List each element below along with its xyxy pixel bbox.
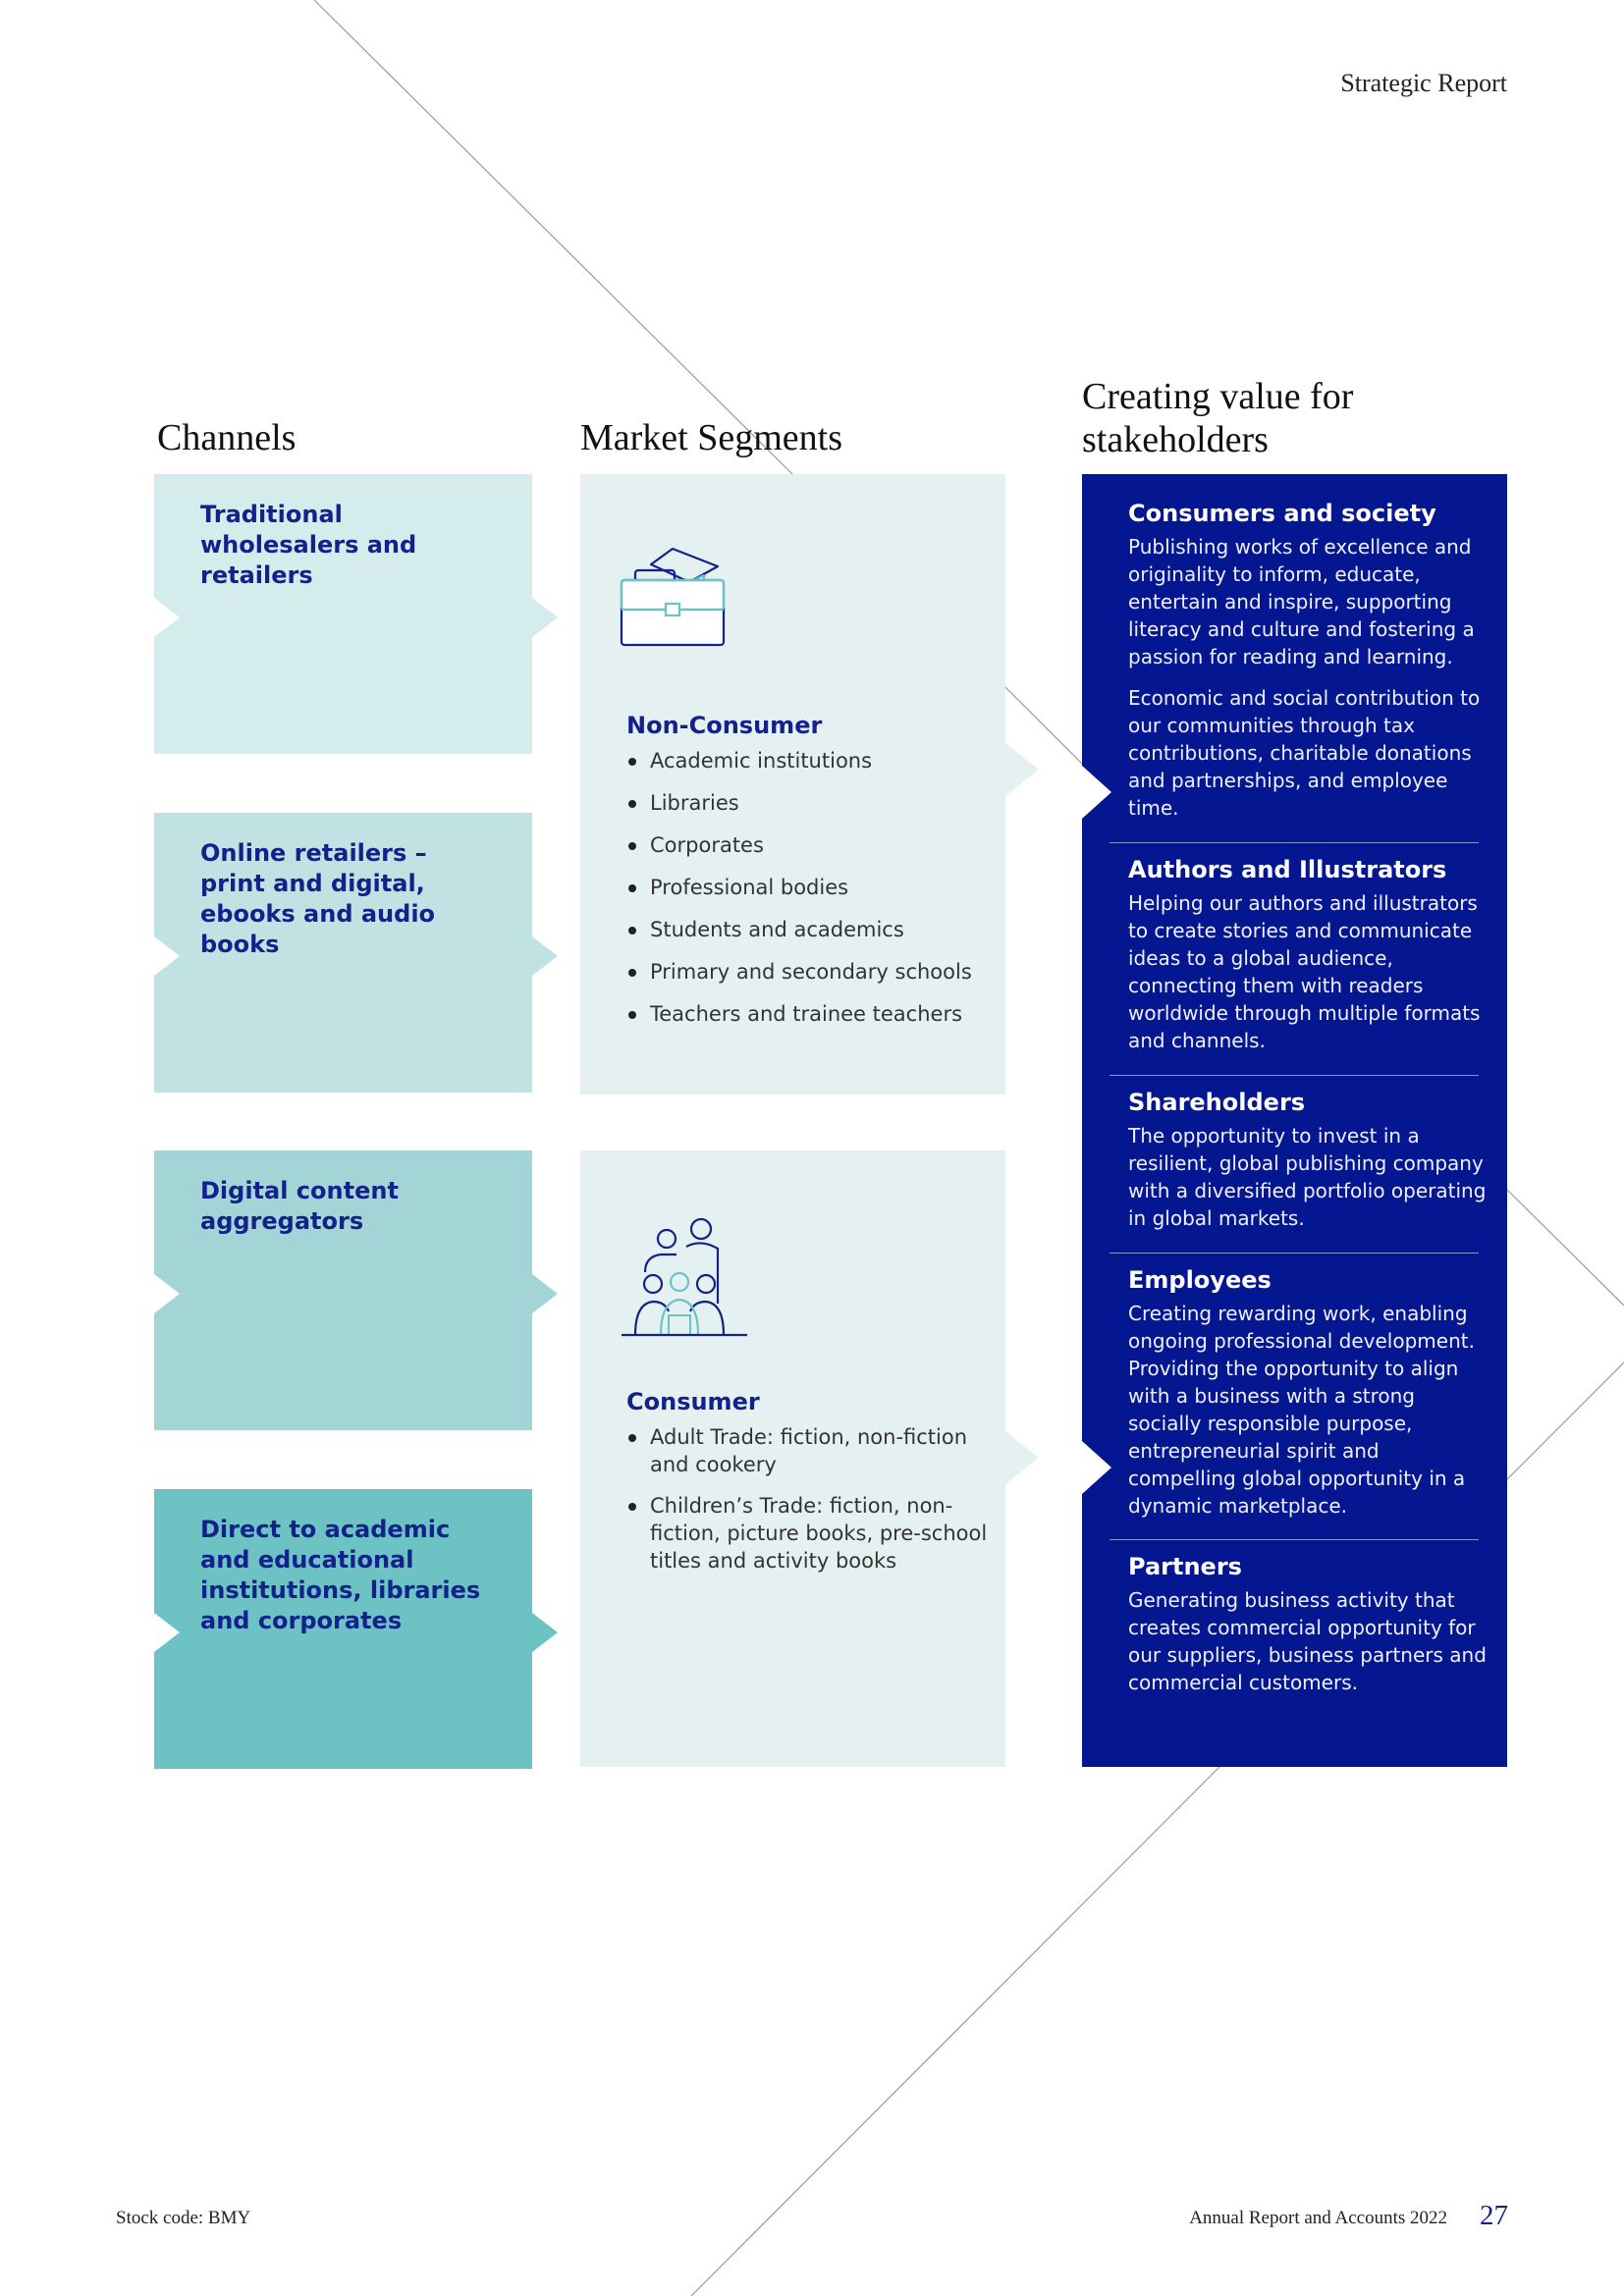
segment-arrow <box>1005 743 1039 796</box>
stakeholders-panel: Consumers and society Publishing works o… <box>1082 474 1507 1767</box>
list-item: Primary and secondary schools <box>626 958 990 986</box>
stakeholder-text: Helping our authors and illustrators to … <box>1128 891 1481 1052</box>
section-label: Strategic Report <box>1340 69 1507 97</box>
stakeholder-title: Shareholders <box>1128 1089 1306 1116</box>
report-name: Annual Report and Accounts 2022 <box>1189 2208 1447 2228</box>
stakeholders-heading: Creating value for stakeholders <box>1082 375 1353 461</box>
channel-label: Digital content aggregators <box>200 1177 399 1235</box>
list-item: Teachers and trainee teachers <box>626 1000 990 1028</box>
channel-arrow <box>532 936 558 976</box>
stakeholder-title: Employees <box>1128 1266 1272 1294</box>
stakeholder-text: Publishing works of excellence and origi… <box>1128 535 1475 668</box>
channel-notch <box>154 1274 180 1313</box>
stakeholder-title: Authors and Illustrators <box>1128 856 1447 883</box>
channel-online: Online retailers – print and digital, eb… <box>154 813 558 1093</box>
stakeholder-text: Generating business activity that create… <box>1128 1588 1487 1694</box>
stakeholder-partners: Partners Generating business activity th… <box>1128 1551 1487 1710</box>
family-reading-icon <box>622 1217 747 1337</box>
list-item: Professional bodies <box>626 874 990 901</box>
segment-title: Non-Consumer <box>626 712 823 739</box>
channel-arrow <box>532 1274 558 1313</box>
stakeholders-notch <box>1082 1441 1111 1494</box>
channel-arrow <box>532 598 558 637</box>
channel-notch <box>154 936 180 976</box>
stakeholders-heading-line1: Creating value for <box>1082 376 1354 417</box>
channel-traditional: Traditional wholesalers and retailers <box>154 474 558 754</box>
channel-notch <box>154 1613 180 1652</box>
stakeholder-divider <box>1110 1253 1479 1254</box>
channel-arrow <box>532 1613 558 1652</box>
segment-arrow <box>1005 1431 1039 1484</box>
list-item: Libraries <box>626 789 990 817</box>
stakeholders-heading-line2: stakeholders <box>1082 419 1269 460</box>
segment-title: Consumer <box>626 1388 760 1415</box>
list-item: Students and academics <box>626 916 990 943</box>
segment-consumer: Consumer Adult Trade: fiction, non-ficti… <box>580 1150 1039 1767</box>
channels-heading: Channels <box>157 417 297 458</box>
segment-non-consumer: Non-Consumer Academic institutions Libra… <box>580 474 1039 1095</box>
stakeholder-divider <box>1110 1075 1479 1076</box>
stakeholder-employees: Employees Creating rewarding work, enabl… <box>1128 1264 1487 1533</box>
stakeholder-authors-illustrators: Authors and Illustrators Helping our aut… <box>1128 854 1487 1068</box>
list-item: Academic institutions <box>626 747 990 774</box>
stakeholder-title: Consumers and society <box>1128 500 1436 527</box>
list-item: Corporates <box>626 831 990 859</box>
stakeholder-text: The opportunity to invest in a resilient… <box>1128 1124 1487 1230</box>
stakeholder-divider <box>1110 842 1479 843</box>
channel-label: Traditional wholesalers and retailers <box>200 501 417 589</box>
market-segments-heading: Market Segments <box>580 417 843 458</box>
briefcase-graduation-cap-icon <box>620 547 726 647</box>
stakeholder-shareholders: Shareholders The opportunity to invest i… <box>1128 1087 1487 1246</box>
channel-direct-academic: Direct to academic and educational insti… <box>154 1489 558 1769</box>
stakeholder-text: Creating rewarding work, enabling ongoin… <box>1128 1302 1475 1518</box>
channel-label: Online retailers – print and digital, eb… <box>200 839 436 958</box>
stakeholders-notch <box>1082 766 1111 819</box>
channel-digital-aggregators: Digital content aggregators <box>154 1150 558 1430</box>
stakeholder-divider <box>1110 1539 1479 1540</box>
stakeholder-consumers-society: Consumers and society Publishing works o… <box>1128 498 1487 835</box>
page-number: 27 <box>1480 2200 1508 2231</box>
segment-list: Academic institutions Libraries Corporat… <box>626 747 990 1028</box>
list-item: Children’s Trade: fiction, non-fiction, … <box>626 1492 990 1575</box>
channel-label: Direct to academic and educational insti… <box>200 1516 481 1634</box>
stock-code: Stock code: BMY <box>116 2208 251 2228</box>
list-item: Adult Trade: fiction, non-fiction and co… <box>626 1423 990 1478</box>
stakeholder-title: Partners <box>1128 1553 1242 1580</box>
segment-list: Adult Trade: fiction, non-fiction and co… <box>626 1423 990 1575</box>
channel-notch <box>154 598 180 637</box>
stakeholder-text: Economic and social contribution to our … <box>1128 686 1481 820</box>
